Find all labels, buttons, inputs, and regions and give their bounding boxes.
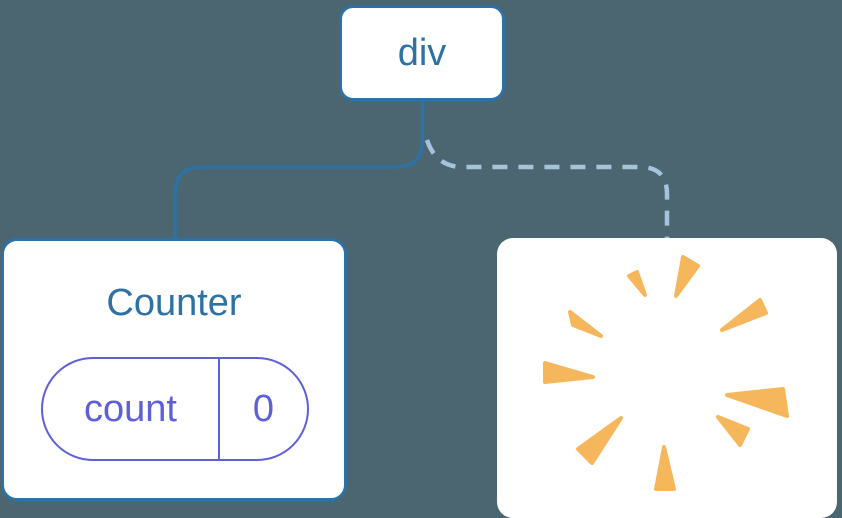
counter-title: Counter [106, 282, 242, 324]
component-tree-diagram: div Counter count 0 [1, 5, 837, 518]
root-node-label: div [397, 32, 447, 74]
dashed-connector [424, 139, 670, 240]
state-value-label: 0 [252, 387, 275, 430]
counter-node: Counter count 0 [1, 238, 347, 501]
root-node: div [339, 5, 505, 101]
removed-node [497, 238, 837, 518]
state-pill: count 0 [41, 357, 309, 461]
tree-connectors [173, 101, 670, 240]
solid-connector [173, 101, 425, 240]
state-key-label: count [43, 359, 220, 459]
poof-burst-icon [543, 255, 789, 491]
